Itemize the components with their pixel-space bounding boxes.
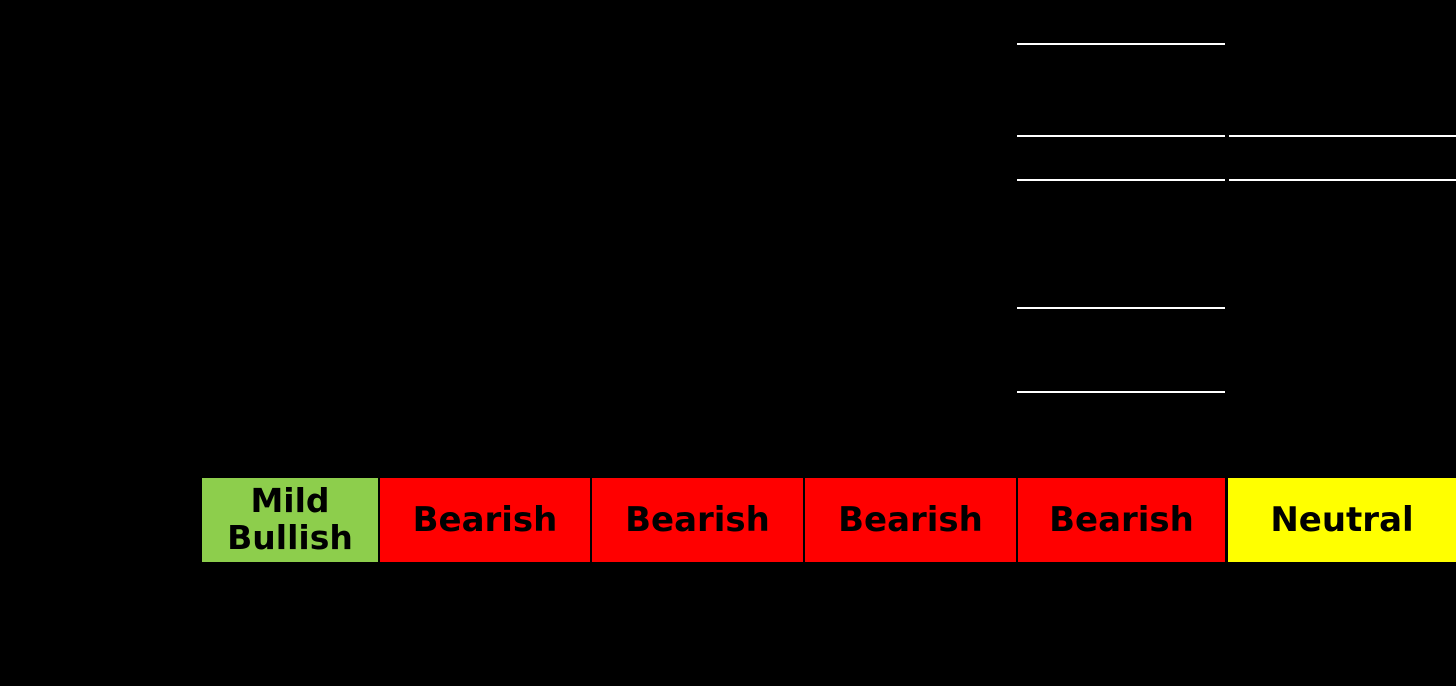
sentiment-cell-mild-bullish[interactable]: Mild Bullish — [202, 478, 378, 562]
rule-5-left — [1017, 391, 1225, 393]
rule-3-left — [1017, 179, 1225, 181]
sentiment-cell-bearish[interactable]: Bearish — [380, 478, 590, 562]
rule-1-left — [1017, 43, 1225, 45]
sentiment-cell-neutral[interactable]: Neutral — [1228, 478, 1456, 562]
rule-4-left — [1017, 307, 1225, 309]
sentiment-cell-bearish[interactable]: Bearish — [805, 478, 1016, 562]
sentiment-cell-bearish[interactable]: Bearish — [592, 478, 803, 562]
rule-3-right — [1229, 179, 1456, 181]
sentiment-cell-bearish[interactable]: Bearish — [1018, 478, 1225, 562]
rule-2-right — [1229, 135, 1456, 137]
rule-2-left — [1017, 135, 1225, 137]
